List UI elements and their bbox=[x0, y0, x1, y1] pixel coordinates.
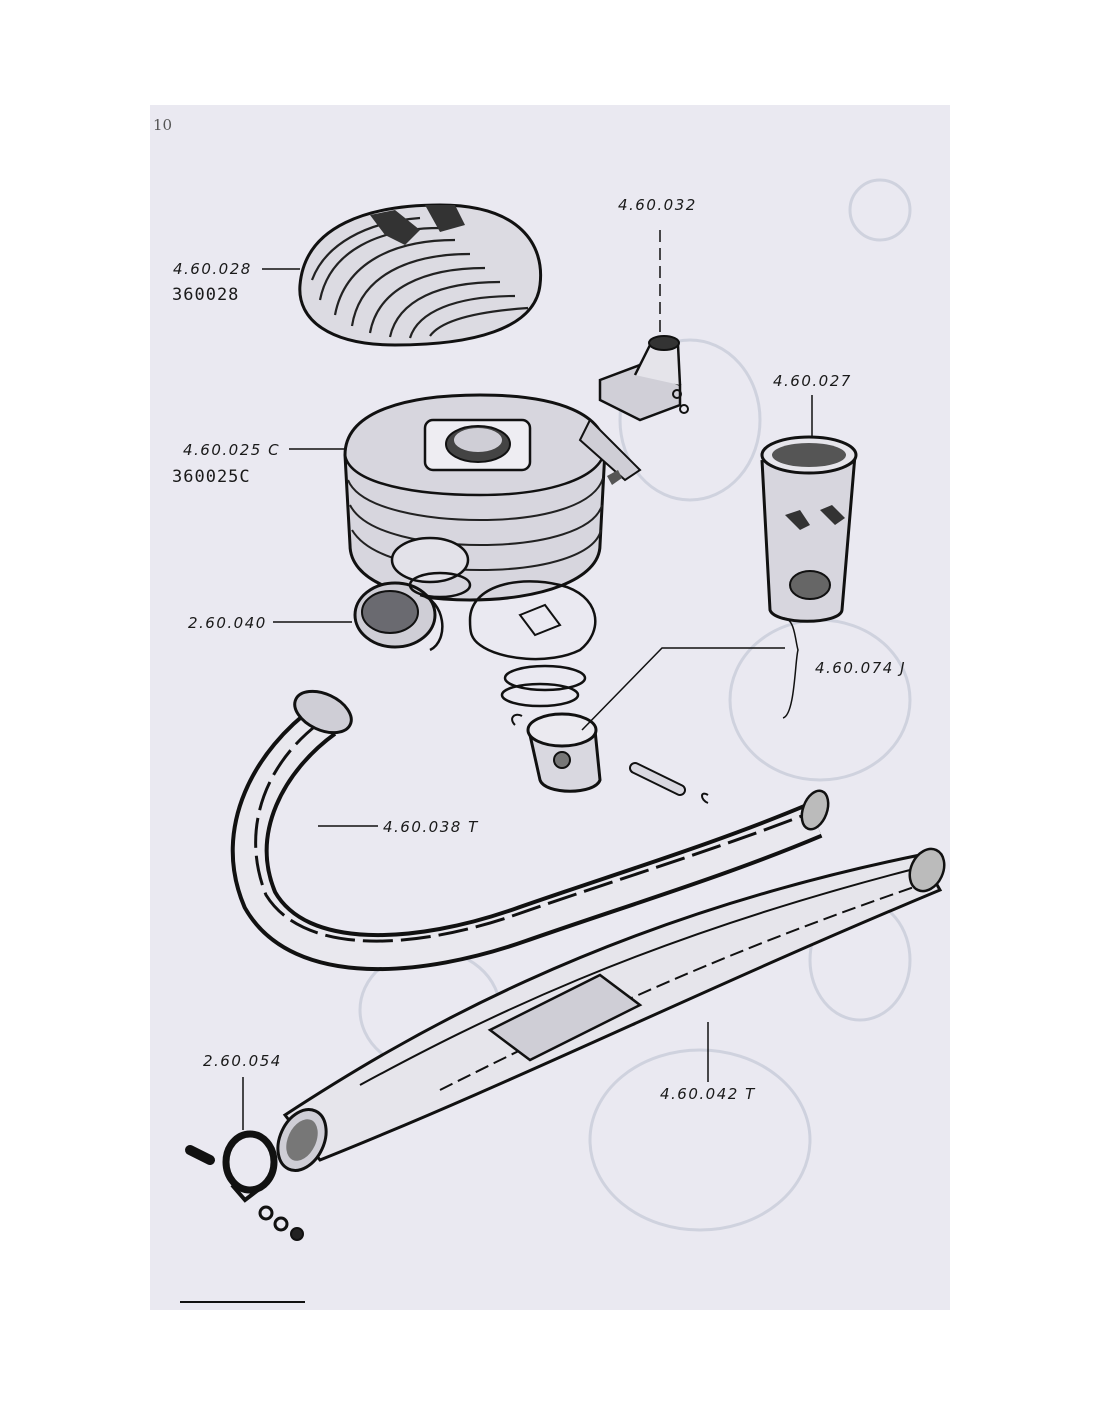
label-exhaust-pipe: 4.60.038 T bbox=[383, 818, 479, 836]
label-cylinder-head-alt: 360028 bbox=[172, 285, 240, 305]
label-piston-kit: 4.60.074 J bbox=[815, 659, 906, 677]
label-cylinder-liner: 4.60.027 bbox=[773, 372, 852, 390]
cylinder-head bbox=[298, 203, 543, 347]
intake-manifold bbox=[598, 230, 689, 422]
label-exhaust-nut: 2.60.040 bbox=[188, 614, 267, 632]
label-cylinder-alt: 360025C bbox=[172, 467, 251, 487]
label-cylinder-head: 4.60.028 bbox=[173, 260, 252, 278]
label-intake-manifold: 4.60.032 bbox=[618, 196, 697, 214]
cylinder-liner bbox=[760, 395, 858, 623]
label-silencer: 4.60.042 T bbox=[660, 1085, 756, 1103]
scanned-sheet bbox=[150, 105, 950, 1310]
silencer bbox=[276, 847, 946, 1172]
piston-kit bbox=[500, 617, 799, 804]
label-clamp: 2.60.054 bbox=[203, 1052, 282, 1070]
clamp bbox=[185, 1077, 304, 1241]
exhaust-nut bbox=[353, 571, 472, 652]
corner-mark: 10 bbox=[153, 116, 173, 134]
base-gasket bbox=[468, 580, 597, 661]
label-cylinder: 4.60.025 C bbox=[183, 441, 281, 459]
exhaust-pipe bbox=[230, 689, 830, 972]
cylinder bbox=[343, 393, 642, 602]
